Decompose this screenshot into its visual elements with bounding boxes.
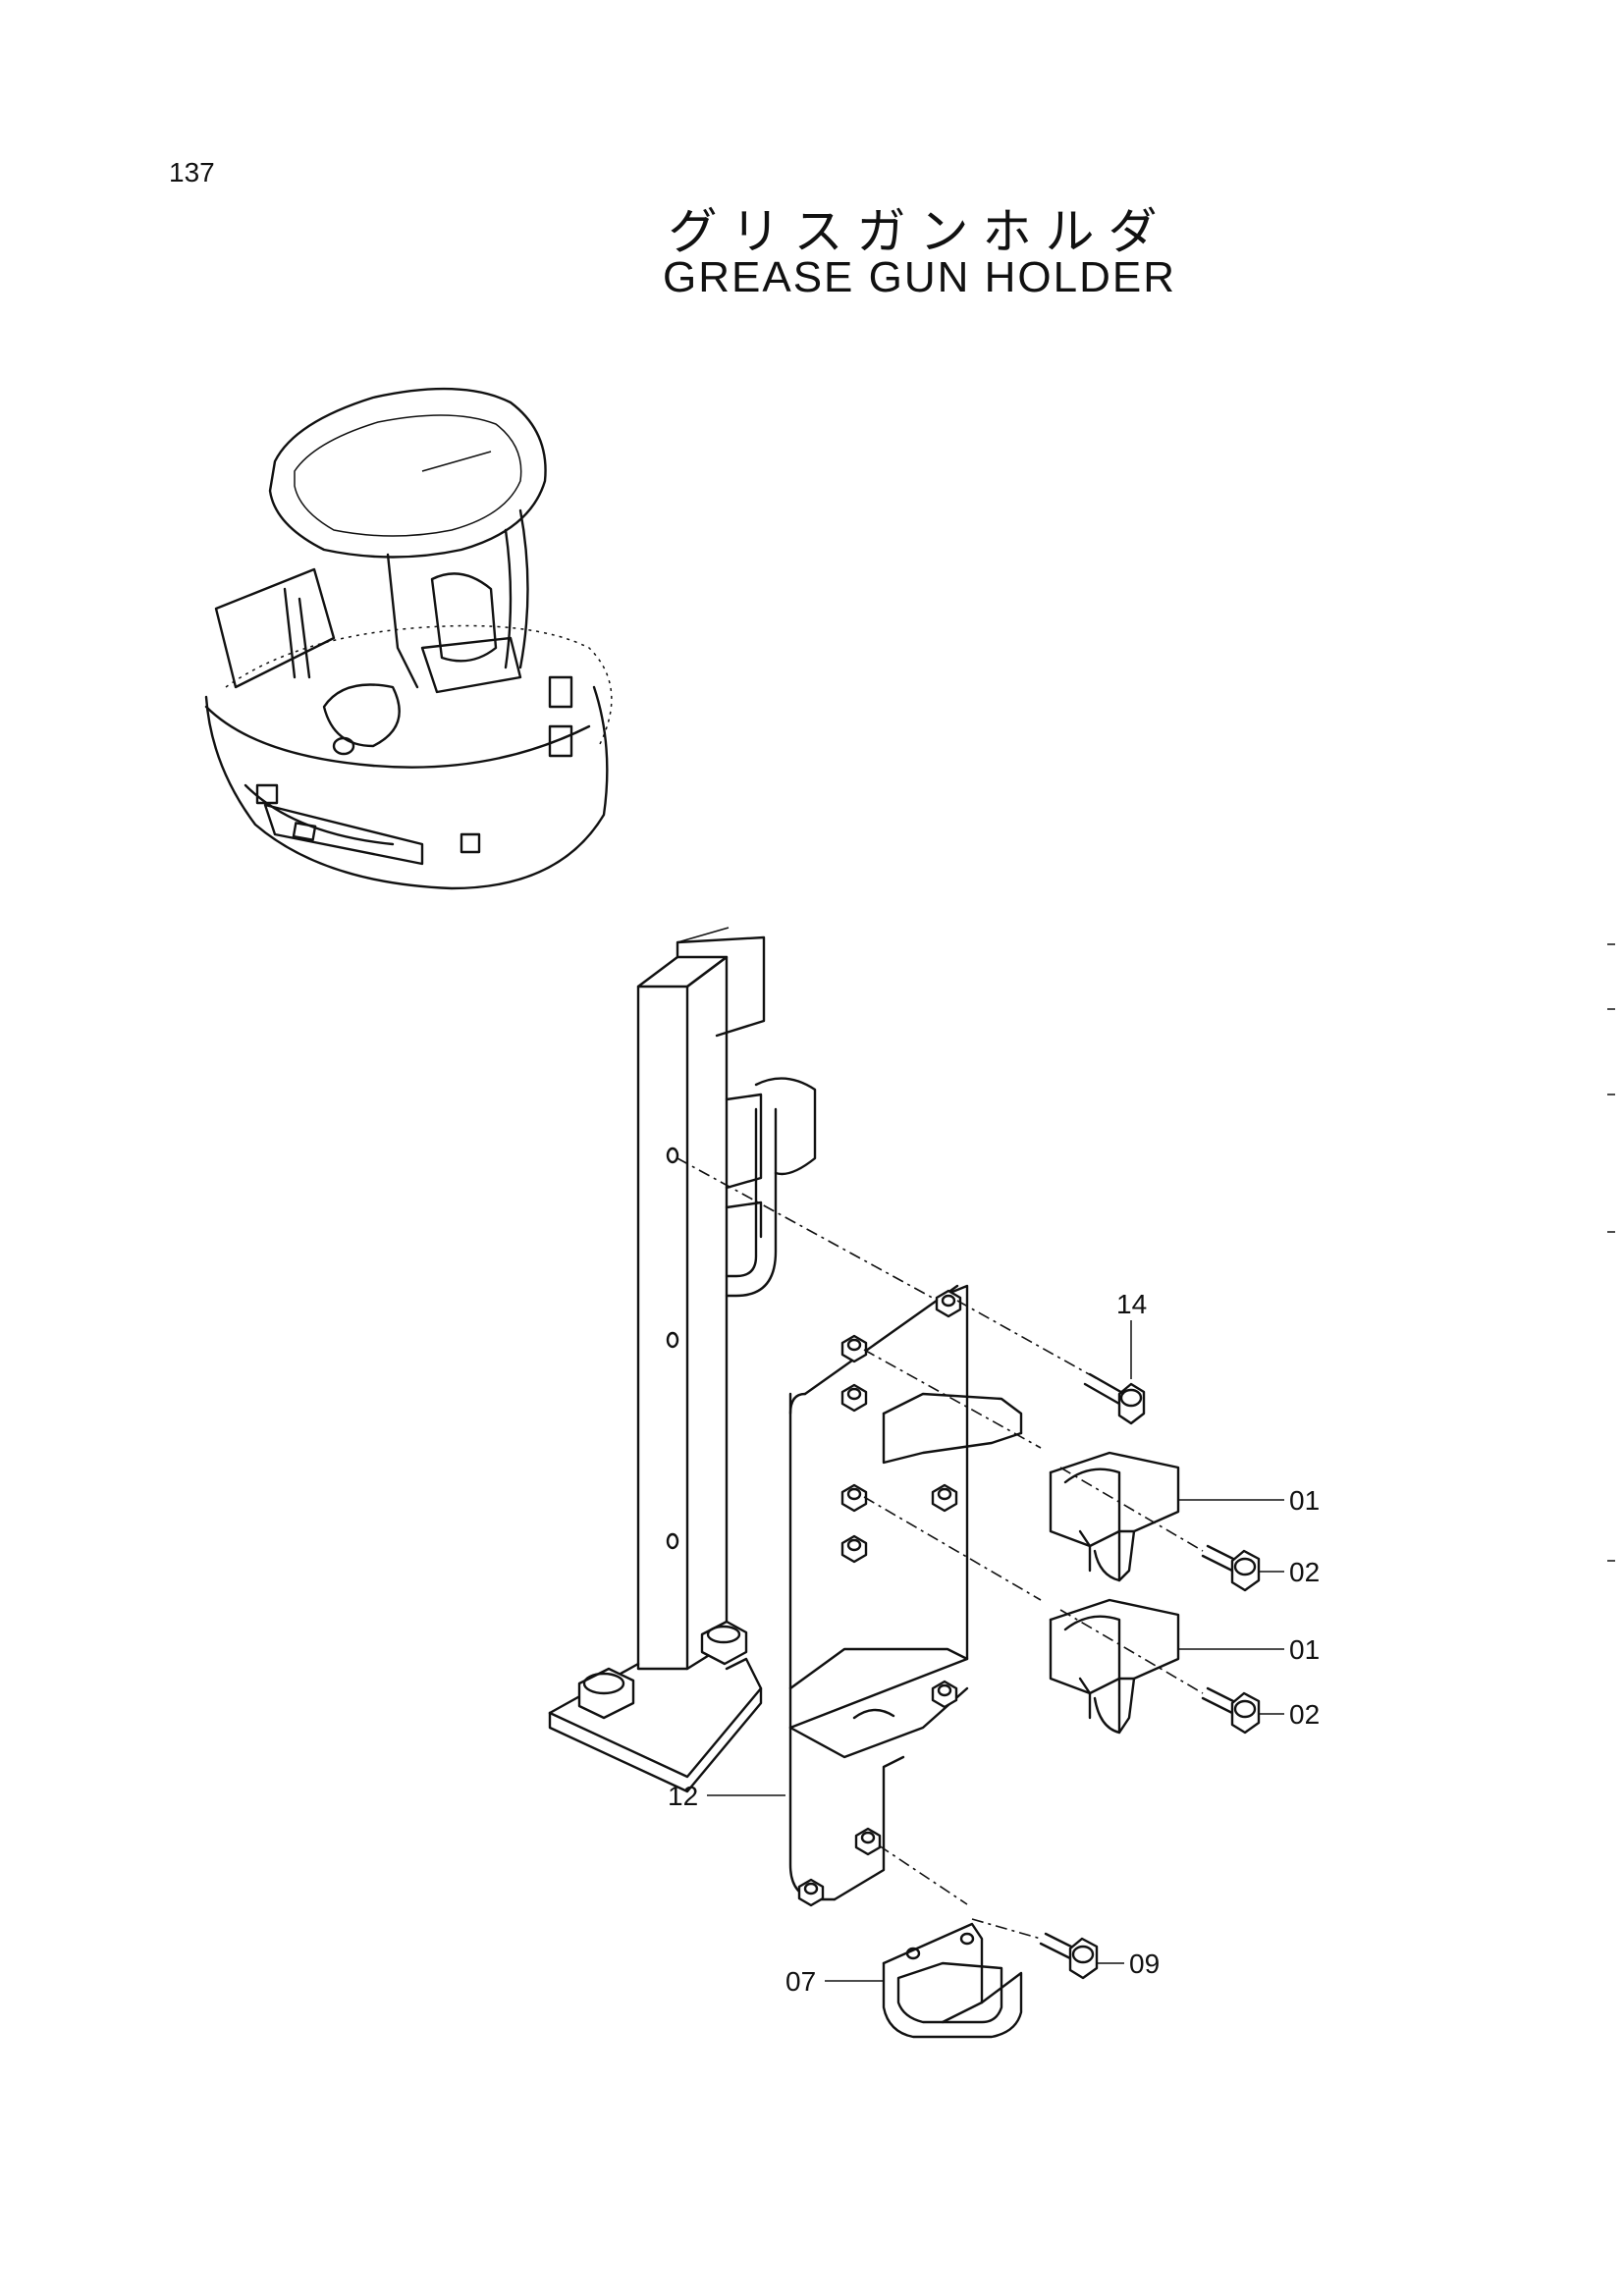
grease-gun-holder-assembly [548, 927, 1284, 2039]
clip-part-01-upper [1049, 1451, 1180, 1582]
callout-14: 14 [1116, 1289, 1147, 1319]
bolt-part-02-lower [1201, 1686, 1261, 1735]
cup-part-07 [882, 1922, 1023, 2039]
callout-01-lower: 01 [1289, 1634, 1320, 1665]
callout-07: 07 [785, 1966, 816, 1997]
clip-part-01-lower [1049, 1598, 1180, 1735]
margin-ticks [1607, 943, 1615, 1562]
title-japanese: グリスガンホルダ [668, 203, 1171, 260]
bolt-part-02-upper [1201, 1544, 1261, 1592]
callout-02-upper: 02 [1289, 1557, 1320, 1587]
leader-lines [707, 1320, 1284, 1982]
assembly-centerlines [676, 1157, 1204, 1940]
bolt-part-14 [1083, 1372, 1146, 1425]
callout-02-lower: 02 [1289, 1699, 1320, 1730]
callout-01-upper: 01 [1289, 1485, 1320, 1516]
excavator-overview-illustration [204, 387, 613, 890]
frame-post [548, 927, 817, 1793]
bolt-part-09 [1039, 1932, 1099, 1980]
callout-09: 09 [1129, 1949, 1160, 1979]
main-bracket-part-12 [788, 1284, 1023, 1907]
callout-12: 12 [668, 1781, 698, 1811]
title-english: GREASE GUN HOLDER [663, 253, 1176, 301]
page-number: 137 [169, 157, 215, 187]
